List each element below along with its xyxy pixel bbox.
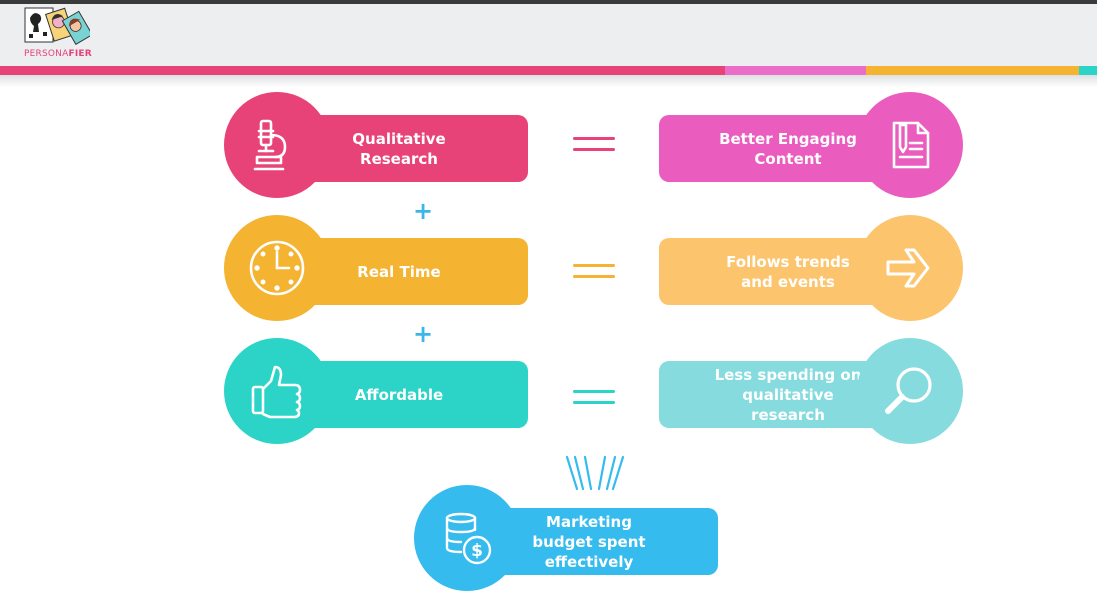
header-shadow <box>0 75 1097 87</box>
document-icon <box>892 121 930 169</box>
arrow-right-icon <box>886 248 930 288</box>
clock-icon <box>249 240 305 296</box>
equals-sign-2 <box>573 264 615 280</box>
header: PERSONAFIER <box>0 4 1097 66</box>
stripe-pink <box>0 66 725 75</box>
plus-sign-2: + <box>413 320 434 348</box>
less-spending-label: Less spending on qualitative research <box>714 365 862 424</box>
stripe-teal <box>1079 66 1097 75</box>
clock-circle <box>224 215 330 321</box>
personafier-logo-icon <box>24 7 90 45</box>
arrow-circle <box>857 215 963 321</box>
stripe-yellow <box>866 66 1079 75</box>
follows-trends-label: Follows trends and events <box>726 252 850 291</box>
thumbs-up-circle <box>224 338 330 444</box>
microscope-icon <box>253 119 287 171</box>
converging-lines <box>565 455 625 491</box>
better-engaging-content-label: Better Engaging Content <box>719 129 857 168</box>
money-database-icon: $ <box>445 512 492 565</box>
thumbs-up-icon <box>251 365 302 419</box>
money-database-circle: $ <box>414 485 520 591</box>
equals-sign-1 <box>573 137 615 153</box>
magnifier-circle <box>857 338 963 444</box>
qualitative-research-label: Qualitative Research <box>352 129 446 168</box>
equals-sign-3 <box>573 390 615 406</box>
plus-sign-1: + <box>413 197 434 225</box>
marketing-budget-label: Marketing budget spent effectively <box>532 512 646 571</box>
microscope-circle <box>224 92 330 198</box>
affordable-label: Affordable <box>354 385 444 404</box>
real-time-label: Real Time <box>357 262 441 281</box>
magnifier-icon <box>885 367 932 414</box>
brand-name: PERSONAFIER <box>24 49 92 59</box>
top-bar <box>0 0 1097 4</box>
stripe-magenta <box>725 66 866 75</box>
svg-text:$: $ <box>471 541 483 561</box>
document-circle <box>857 92 963 198</box>
